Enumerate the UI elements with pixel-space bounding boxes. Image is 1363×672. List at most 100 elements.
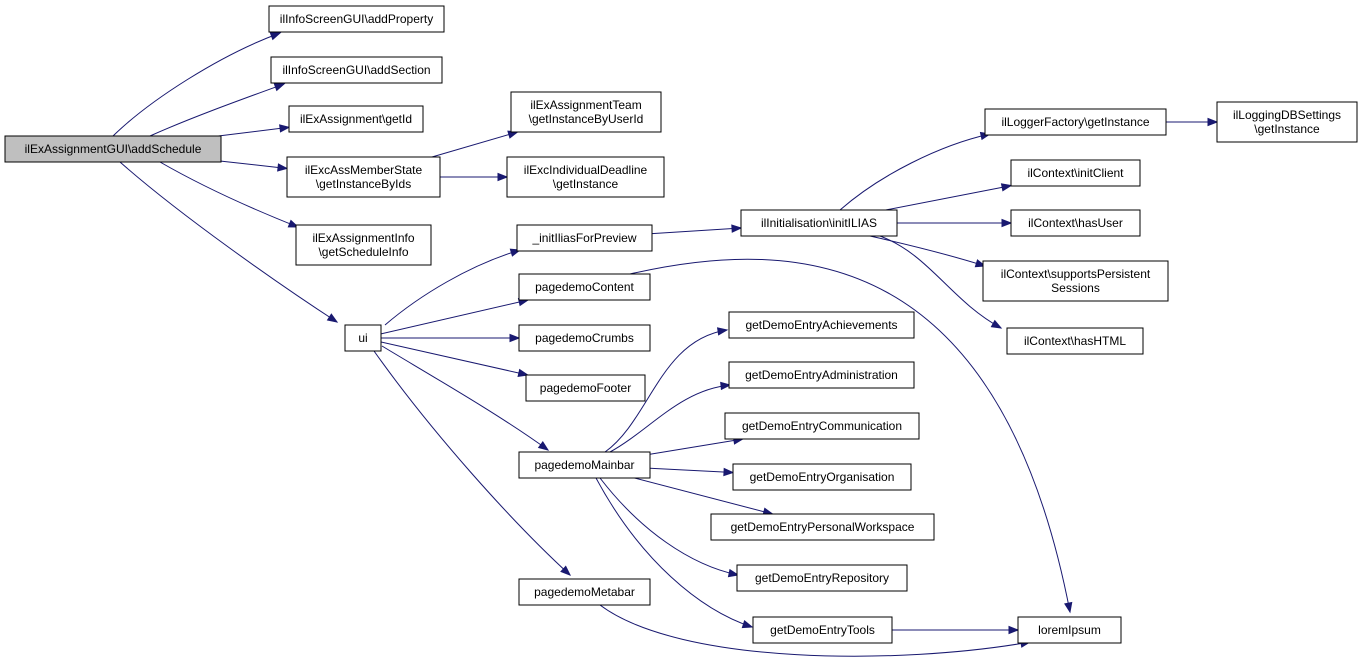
node-label: \getScheduleInfo <box>318 245 408 259</box>
node-initPreview[interactable]: _initIliasForPreview <box>516 224 653 252</box>
node-ui[interactable]: ui <box>344 324 382 352</box>
node-label: getDemoEntryPersonalWorkspace <box>731 520 915 534</box>
edge-root-to-addProperty <box>112 32 282 137</box>
node-label: \getInstance <box>553 177 619 191</box>
node-label: getDemoEntryOrganisation <box>750 470 895 484</box>
edge-root-to-getId <box>218 124 291 137</box>
node-box <box>268 5 445 33</box>
arrowhead-icon <box>731 224 743 233</box>
node-personal[interactable]: getDemoEntryPersonalWorkspace <box>710 513 935 541</box>
node-memberState[interactable]: ilExcAssMemberState\getInstanceByIds <box>286 156 441 198</box>
node-label: ilContext\supportsPersistent <box>1001 267 1151 281</box>
edge-line <box>629 258 1071 613</box>
arrowhead-icon <box>1008 625 1020 635</box>
edge-pdContent-to-lorem <box>629 258 1073 614</box>
node-root[interactable]: ilExAssignmentGUI\addSchedule <box>4 135 222 163</box>
node-addProperty[interactable]: ilInfoScreenGUI\addProperty <box>268 5 445 33</box>
node-label: ilInfoScreenGUI\addSection <box>282 63 430 77</box>
node-box <box>510 91 662 133</box>
node-getId[interactable]: ilExAssignment\getId <box>288 105 424 133</box>
node-admin[interactable]: getDemoEntryAdministration <box>728 361 915 389</box>
node-pdMetabar[interactable]: pagedemoMetabar <box>518 578 651 606</box>
node-org[interactable]: getDemoEntryOrganisation <box>732 463 912 491</box>
node-box <box>518 578 651 606</box>
edge-initIlias-to-logger <box>839 131 992 211</box>
edge-pdMainbar-to-comm <box>649 436 745 455</box>
node-box <box>344 324 382 352</box>
edge-line <box>373 350 571 576</box>
arrowhead-icon <box>741 620 754 629</box>
arrowhead-icon <box>509 333 521 343</box>
node-logger[interactable]: ilLoggerFactory\getInstance <box>984 108 1167 136</box>
arrowhead-icon <box>326 313 339 323</box>
node-label: loremIpsum <box>1038 623 1101 637</box>
edge-line <box>839 133 991 211</box>
edge-ui-to-pdContent <box>380 298 530 335</box>
node-hasUser[interactable]: ilContext\hasUser <box>1010 209 1141 237</box>
node-assignInfo[interactable]: ilExAssignmentInfo\getScheduleInfo <box>295 224 432 266</box>
edge-ui-to-pdMainbar <box>381 345 550 451</box>
node-label: ilInitialisation\initILIAS <box>761 216 877 230</box>
node-box <box>732 463 912 491</box>
node-label: ilInfoScreenGUI\addProperty <box>280 12 433 26</box>
arrowhead-icon <box>497 172 509 182</box>
node-label: \getInstance <box>1254 122 1320 136</box>
node-deadline[interactable]: ilExcIndividualDeadline\getInstance <box>506 156 665 198</box>
node-addSection[interactable]: ilInfoScreenGUI\addSection <box>270 56 443 84</box>
edge-pdMainbar-to-achieve <box>604 327 729 453</box>
edge-line <box>651 227 742 235</box>
edge-line <box>885 185 1012 211</box>
node-label: pagedemoContent <box>535 280 634 294</box>
edge-root-to-ui <box>119 161 339 323</box>
node-initIlias[interactable]: ilInitialisation\initILIAS <box>740 209 898 237</box>
edge-line <box>869 235 986 267</box>
edge-line <box>431 131 518 158</box>
node-initClient[interactable]: ilContext\initClient <box>1010 159 1141 187</box>
arrowhead-icon <box>1001 218 1013 228</box>
node-label: getDemoEntryAdministration <box>745 368 898 382</box>
arrowhead-icon <box>720 381 732 391</box>
node-pdFooter[interactable]: pagedemoFooter <box>525 374 646 402</box>
node-box <box>1216 101 1358 143</box>
node-label: getDemoEntryRepository <box>755 571 889 585</box>
node-pdMainbar[interactable]: pagedemoMainbar <box>518 451 651 479</box>
edge-line <box>218 126 290 137</box>
node-label: pagedemoMainbar <box>534 458 634 472</box>
node-box <box>1017 616 1122 644</box>
edge-line <box>599 604 1031 657</box>
node-label: ilContext\initClient <box>1027 166 1124 180</box>
node-comm[interactable]: getDemoEntryCommunication <box>724 412 920 440</box>
edge-line <box>649 438 743 455</box>
node-tools[interactable]: getDemoEntryTools <box>752 616 893 644</box>
node-teamGet[interactable]: ilExAssignmentTeam\getInstanceByUserId <box>510 91 662 133</box>
arrowhead-icon <box>279 124 291 133</box>
edge-line <box>380 341 528 376</box>
node-pdContent[interactable]: pagedemoContent <box>518 273 651 301</box>
node-box <box>728 361 915 389</box>
node-repo[interactable]: getDemoEntryRepository <box>736 564 908 592</box>
node-achieve[interactable]: getDemoEntryAchievements <box>728 311 915 339</box>
node-pdCrumbs[interactable]: pagedemoCrumbs <box>518 324 651 352</box>
arrowhead-icon <box>1000 183 1013 192</box>
arrowhead-icon <box>716 327 729 336</box>
edge-tools-to-lorem <box>892 625 1020 635</box>
node-label: _initIliasForPreview <box>531 231 636 245</box>
arrowhead-icon <box>560 565 572 576</box>
node-box <box>710 513 935 541</box>
edge-pdMainbar-to-repo <box>599 477 740 578</box>
edge-pdMainbar-to-admin <box>609 381 732 453</box>
edge-line <box>879 235 1002 329</box>
node-dbSettings[interactable]: ilLoggingDBSettings\getInstance <box>1216 101 1358 143</box>
node-box <box>1006 327 1144 355</box>
node-box <box>736 564 908 592</box>
edge-memberState-to-deadline <box>440 172 509 182</box>
node-label: \getInstanceByUserId <box>529 112 644 126</box>
arrowhead-icon <box>723 467 735 477</box>
node-box <box>740 209 898 237</box>
node-lorem[interactable]: loremIpsum <box>1017 616 1122 644</box>
arrowhead-icon <box>517 368 529 378</box>
node-box <box>288 105 424 133</box>
node-hasHTML[interactable]: ilContext\hasHTML <box>1006 327 1144 355</box>
node-box <box>518 273 651 301</box>
